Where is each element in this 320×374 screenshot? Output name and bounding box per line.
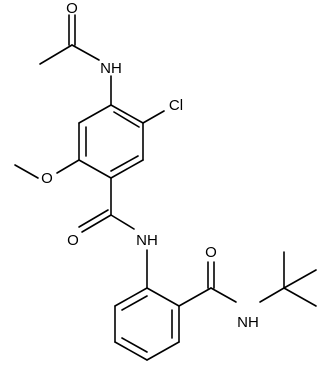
ring1-bond-6 bbox=[78, 104, 112, 124]
acetyl-oxygen-label: O bbox=[66, 0, 78, 17]
ring2-bond-4-inner bbox=[121, 337, 148, 353]
bond-ring-tbu-carbonyl bbox=[178, 287, 212, 307]
bond-amide-oxygen-2 bbox=[78, 209, 109, 228]
methoxy-oxygen-label: O bbox=[41, 170, 53, 187]
bond-tbu-carbonyl-nh bbox=[210, 287, 237, 303]
ring2-bond-6 bbox=[114, 287, 148, 307]
tbu-amide-nh-label: NH bbox=[237, 314, 259, 331]
bond-ring-chlorine bbox=[142, 110, 165, 124]
amide-oxygen-label: O bbox=[67, 232, 79, 249]
ring1-bond-4 bbox=[78, 159, 112, 179]
acetamide-nh-label: NH bbox=[100, 60, 122, 77]
bond-methyl-carbonyl bbox=[39, 44, 73, 65]
atom-labels: O NH Cl O O NH O NH bbox=[41, 0, 259, 331]
bond-amide-oxygen-1 bbox=[81, 214, 112, 233]
tbu-amide-oxygen-label: O bbox=[205, 244, 217, 261]
ring2-bond-1 bbox=[146, 287, 180, 307]
bond-amide-carbon-nh bbox=[110, 214, 135, 230]
ring1-bond-3 bbox=[110, 159, 144, 179]
ring2-bond-4 bbox=[114, 341, 148, 361]
ring2-bond-3 bbox=[146, 341, 180, 361]
bond-lines bbox=[14, 14, 317, 361]
ring1-bond-1-inner bbox=[113, 111, 140, 128]
bond-tbu-methyl-right-up bbox=[283, 269, 317, 289]
bond-ring-methoxy-oxygen bbox=[56, 159, 80, 174]
bond-carbonyl-nh bbox=[71, 44, 100, 61]
amide-nh-label: NH bbox=[136, 232, 158, 249]
ring1-bond-1 bbox=[110, 104, 144, 124]
bond-nh-tbu-center bbox=[259, 287, 285, 303]
ring2-bond-6-inner bbox=[121, 295, 148, 311]
ring1-bond-3-inner bbox=[110, 155, 139, 172]
chlorine-label: Cl bbox=[169, 97, 183, 114]
bond-tbu-methyl-right-down bbox=[283, 287, 317, 307]
bond-methoxy-oxygen-methyl bbox=[14, 164, 39, 179]
